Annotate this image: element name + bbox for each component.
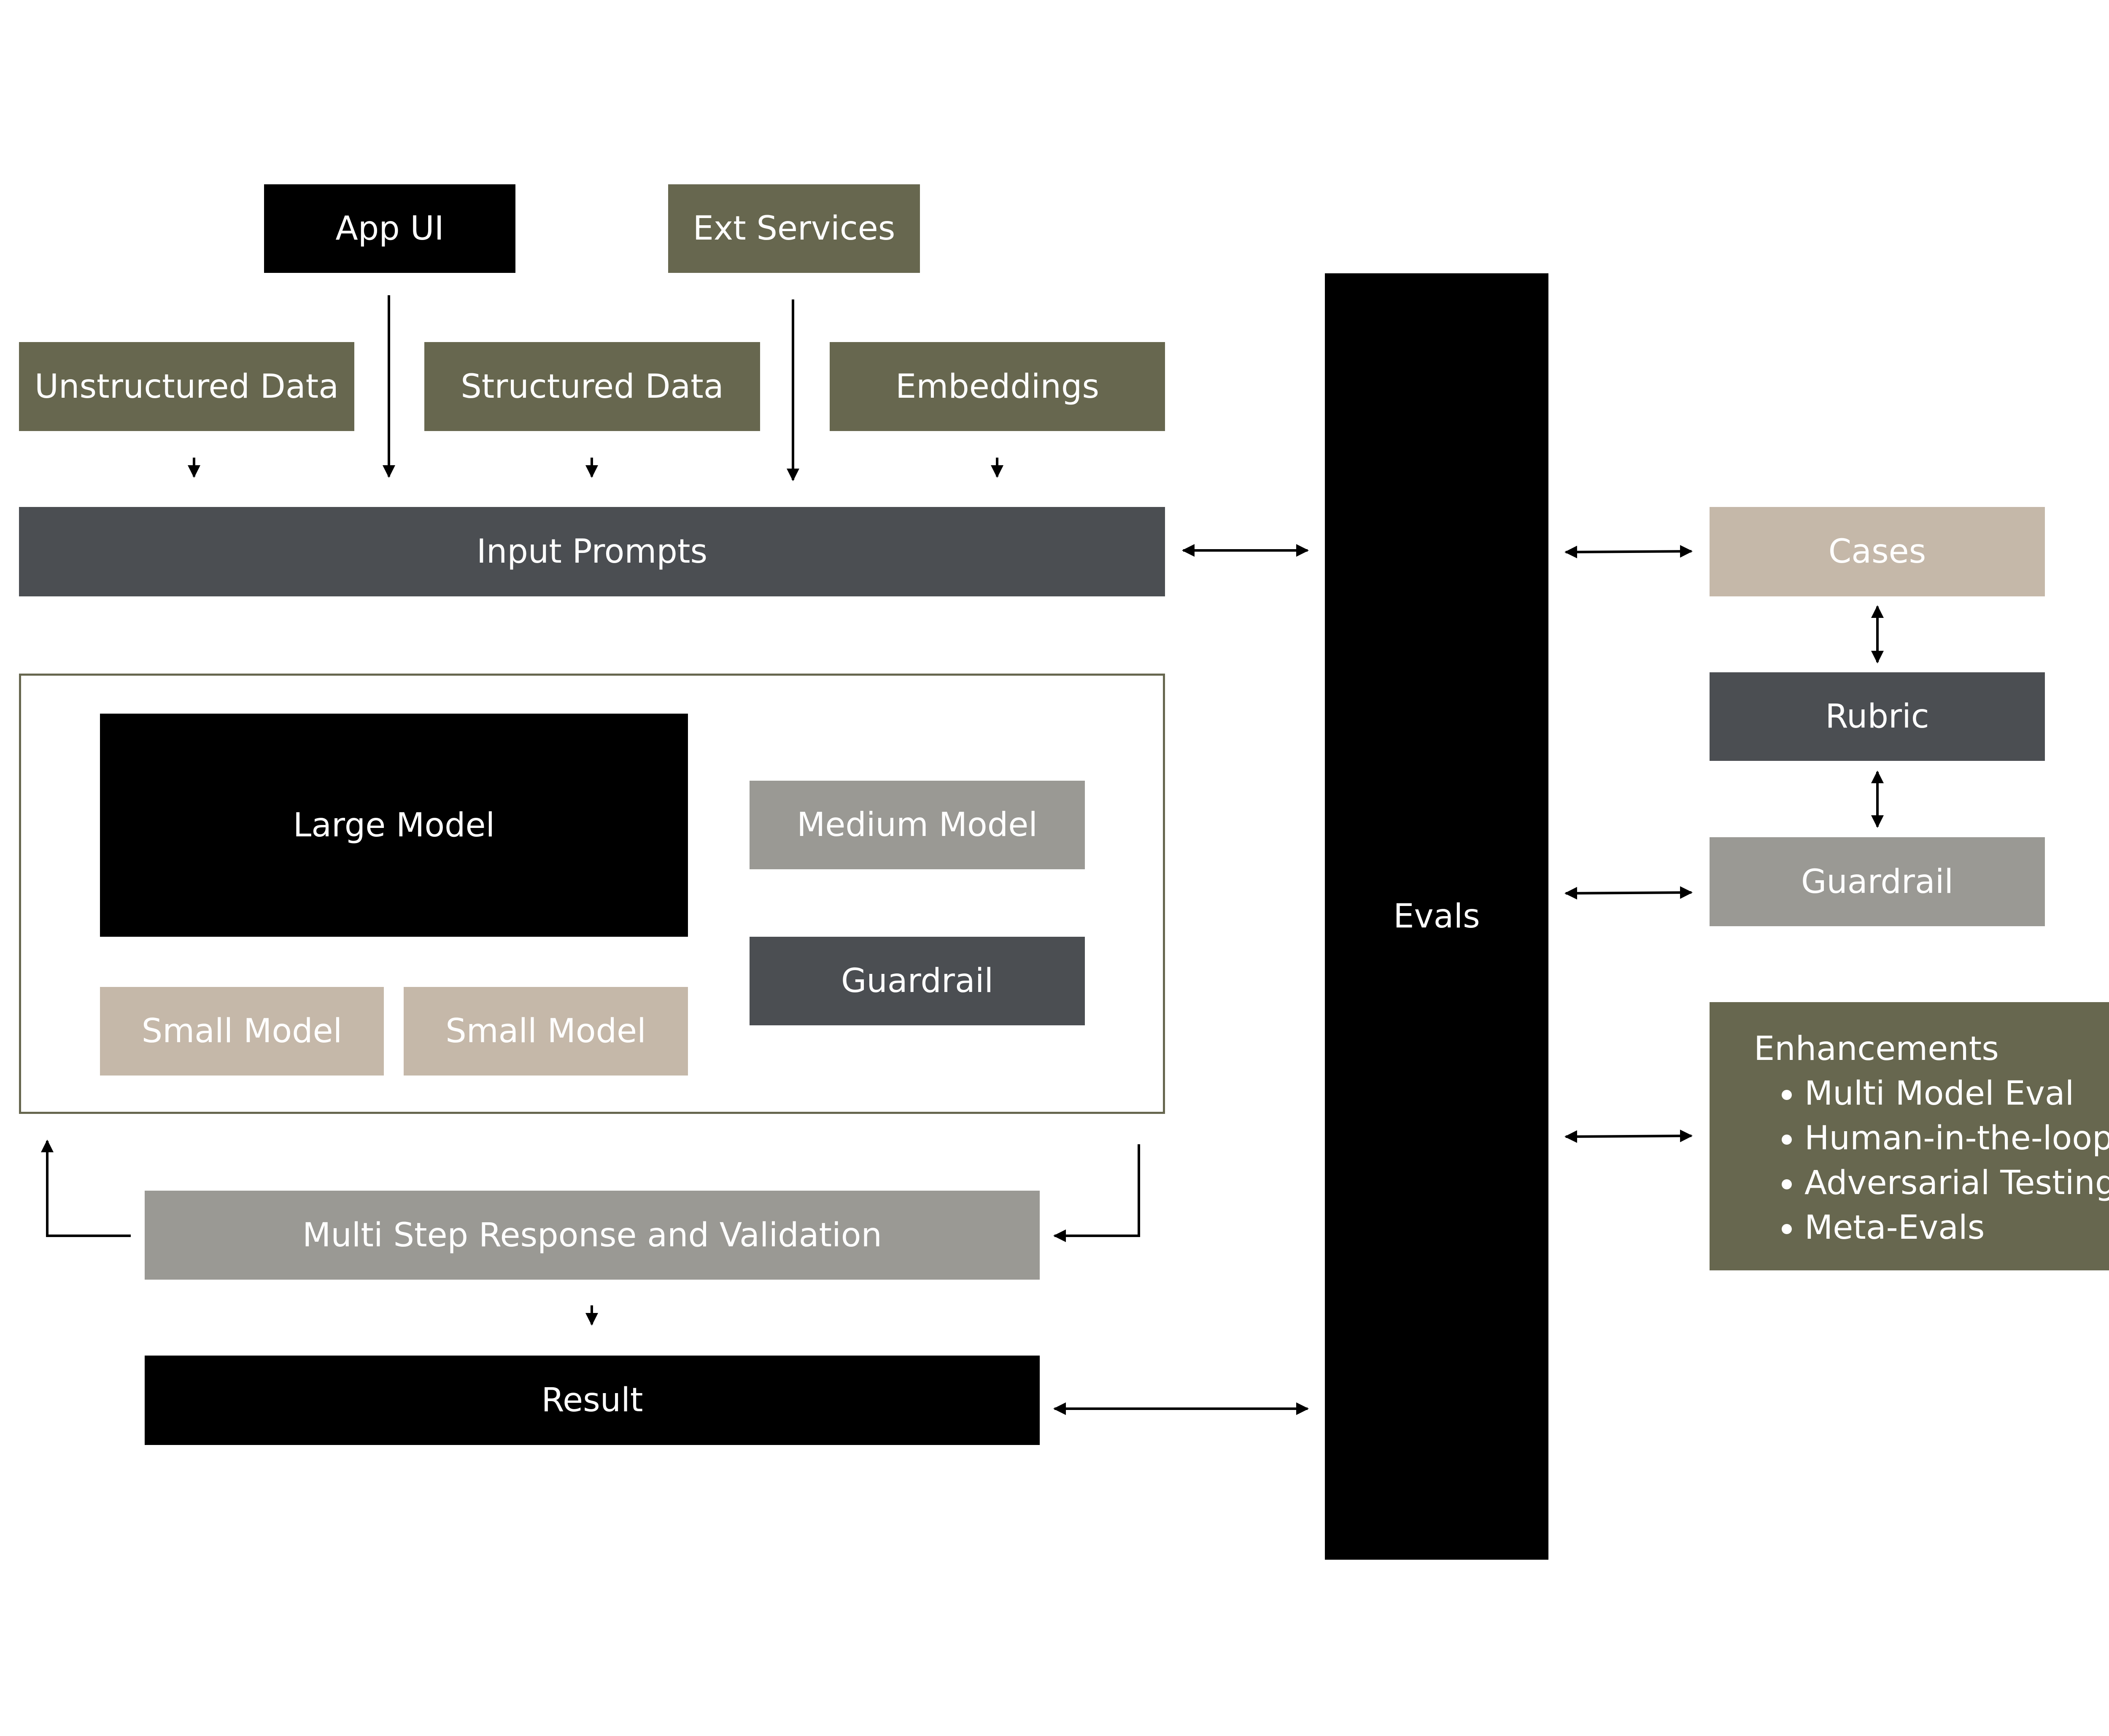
evals-column: Evals [1325, 273, 1548, 1560]
evals-label: Evals [1393, 898, 1480, 935]
model-guardrail-label: Guardrail [841, 962, 994, 1000]
ext-services-label: Ext Services [693, 210, 895, 248]
rubric-box: Rubric [1710, 672, 2045, 761]
multi-step-response-label: Multi Step Response and Validation [302, 1216, 882, 1254]
enhancements-list: Multi Model Eval Human-in-the-loop Adver… [1754, 1071, 2109, 1250]
input-prompts-label: Input Prompts [476, 533, 708, 571]
large-model-box: Large Model [100, 714, 688, 937]
small-model-label-1: Small Model [141, 1012, 343, 1050]
small-model-label-2: Small Model [445, 1012, 646, 1050]
enhancements-title: Enhancements [1754, 1030, 1999, 1068]
cases-box: Cases [1710, 507, 2045, 596]
app-ui-box: App UI [264, 184, 515, 273]
arrow-multistep-to-models [41, 1140, 131, 1237]
rubric-label: Rubric [1825, 698, 1929, 736]
enhancement-item: Human-in-the-loop [1804, 1116, 2109, 1161]
enhancement-item: Multi Model Eval [1804, 1071, 2109, 1116]
app-ui-label: App UI [335, 210, 444, 248]
unstructured-data-label: Unstructured Data [34, 367, 339, 406]
multi-step-response-bar: Multi Step Response and Validation [145, 1191, 1040, 1280]
arrow-models-to-multistep [1053, 1144, 1140, 1242]
small-model-box-1: Small Model [100, 987, 384, 1076]
enhancement-item: Meta-Evals [1804, 1205, 2109, 1250]
large-model-label: Large Model [293, 806, 495, 844]
small-model-box-2: Small Model [404, 987, 688, 1076]
arrow-evals-enhancements [1564, 1129, 1693, 1143]
structured-data-box: Structured Data [424, 342, 760, 431]
input-prompts-bar: Input Prompts [19, 507, 1165, 596]
result-label: Result [541, 1381, 643, 1419]
arrow-evals-cases [1564, 545, 1693, 558]
embeddings-label: Embeddings [895, 367, 1100, 406]
cases-label: Cases [1828, 533, 1926, 571]
medium-model-label: Medium Model [797, 806, 1038, 844]
model-guardrail-box: Guardrail [750, 937, 1085, 1025]
enhancement-item: Adversarial Testing [1804, 1161, 2109, 1205]
ext-services-box: Ext Services [668, 184, 920, 273]
unstructured-data-box: Unstructured Data [19, 342, 354, 431]
eval-guardrail-box: Guardrail [1710, 837, 2045, 926]
enhancements-box: Enhancements Multi Model Eval Human-in-t… [1710, 1002, 2109, 1270]
arrow-evals-guardrail [1564, 886, 1693, 900]
models-container [19, 674, 1165, 1114]
embeddings-box: Embeddings [830, 342, 1165, 431]
structured-data-label: Structured Data [461, 367, 724, 406]
result-bar: Result [145, 1356, 1040, 1445]
eval-guardrail-label: Guardrail [1801, 863, 1954, 901]
medium-model-box: Medium Model [750, 781, 1085, 869]
